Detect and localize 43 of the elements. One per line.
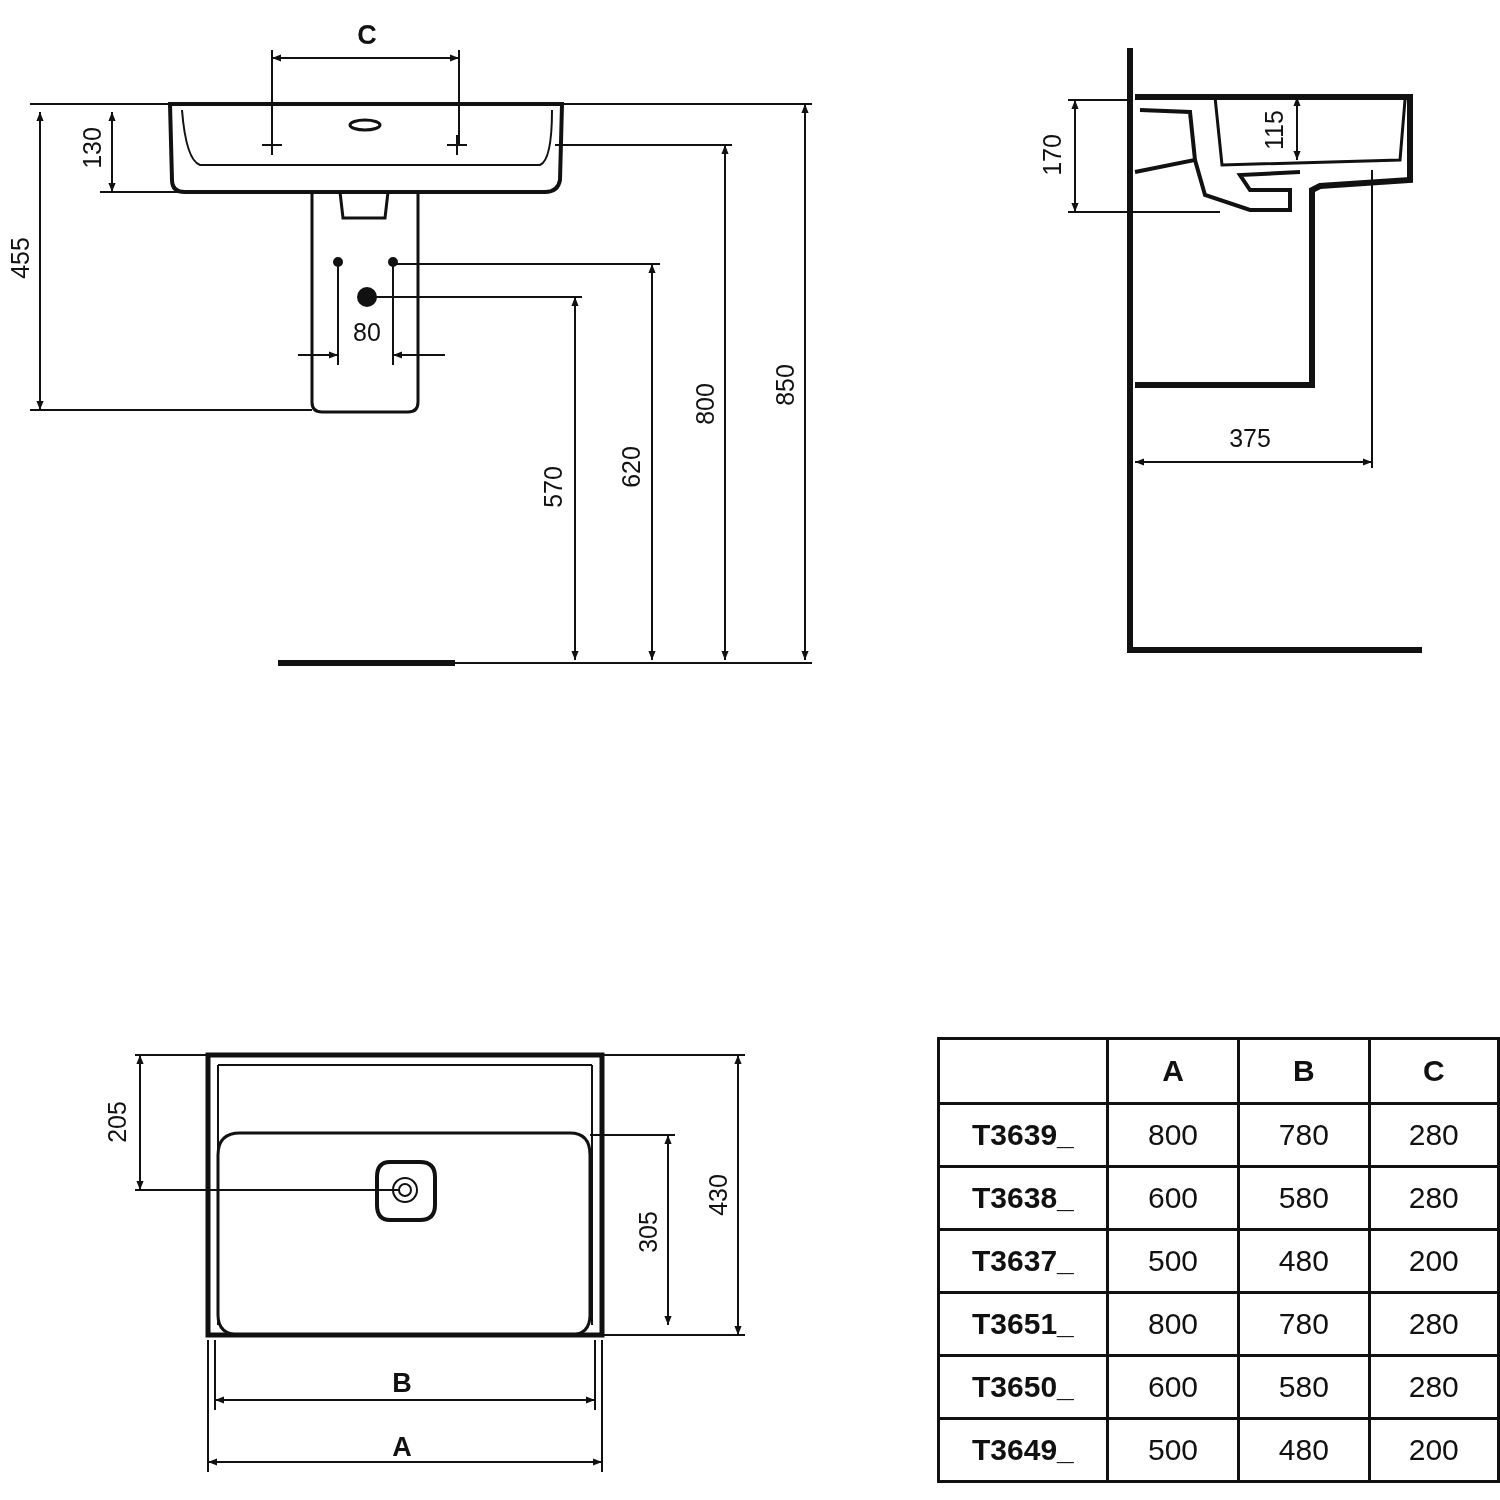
dimension-label: 375 bbox=[1229, 425, 1271, 451]
dimension-label: 205 bbox=[104, 1101, 130, 1143]
table-cell: 780 bbox=[1238, 1292, 1370, 1356]
table-cell: 280 bbox=[1369, 1355, 1499, 1419]
table-cell: 200 bbox=[1369, 1418, 1499, 1482]
table-cell: 280 bbox=[1369, 1166, 1499, 1230]
dimension-label: 455 bbox=[7, 237, 33, 279]
table-cell: T3637_ bbox=[938, 1229, 1108, 1293]
dimension-letter: C bbox=[357, 21, 377, 49]
table-cell: T3649_ bbox=[938, 1418, 1108, 1482]
table-cell: T3650_ bbox=[938, 1355, 1108, 1419]
table-cell: 600 bbox=[1107, 1166, 1239, 1230]
table-cell: T3639_ bbox=[938, 1103, 1108, 1167]
dimension-label: 170 bbox=[1039, 134, 1065, 176]
table-cell: C bbox=[1369, 1038, 1499, 1104]
table-cell: T3651_ bbox=[938, 1292, 1108, 1356]
table-cell: 600 bbox=[1107, 1355, 1239, 1419]
table-cell: 200 bbox=[1369, 1229, 1499, 1293]
dimension-label: 850 bbox=[772, 364, 798, 406]
table-cell: 780 bbox=[1238, 1103, 1370, 1167]
dimension-letter: A bbox=[392, 1433, 412, 1461]
table-cell: 480 bbox=[1238, 1418, 1370, 1482]
dimension-label: 305 bbox=[635, 1211, 661, 1253]
table-cell: A bbox=[1107, 1038, 1239, 1104]
table-cell: T3638_ bbox=[938, 1166, 1108, 1230]
table-cell: 280 bbox=[1369, 1103, 1499, 1167]
table-cell: 480 bbox=[1238, 1229, 1370, 1293]
table-cell: B bbox=[1238, 1038, 1370, 1104]
dimension-label: 130 bbox=[79, 127, 105, 169]
table-cell: 800 bbox=[1107, 1292, 1239, 1356]
table-cell: 280 bbox=[1369, 1292, 1499, 1356]
table-cell: 500 bbox=[1107, 1229, 1239, 1293]
dimension-letter: B bbox=[392, 1369, 412, 1397]
table-cell: 580 bbox=[1238, 1166, 1370, 1230]
dimension-label: 80 bbox=[353, 319, 381, 345]
dimension-label: 620 bbox=[618, 446, 644, 488]
dimension-label: 570 bbox=[540, 466, 566, 508]
table-cell: 800 bbox=[1107, 1103, 1239, 1167]
dimension-label: 800 bbox=[692, 383, 718, 425]
dimension-label: 430 bbox=[705, 1174, 731, 1216]
table-cell: 580 bbox=[1238, 1355, 1370, 1419]
table-cell: 500 bbox=[1107, 1418, 1239, 1482]
dimension-label: 115 bbox=[1261, 110, 1287, 150]
